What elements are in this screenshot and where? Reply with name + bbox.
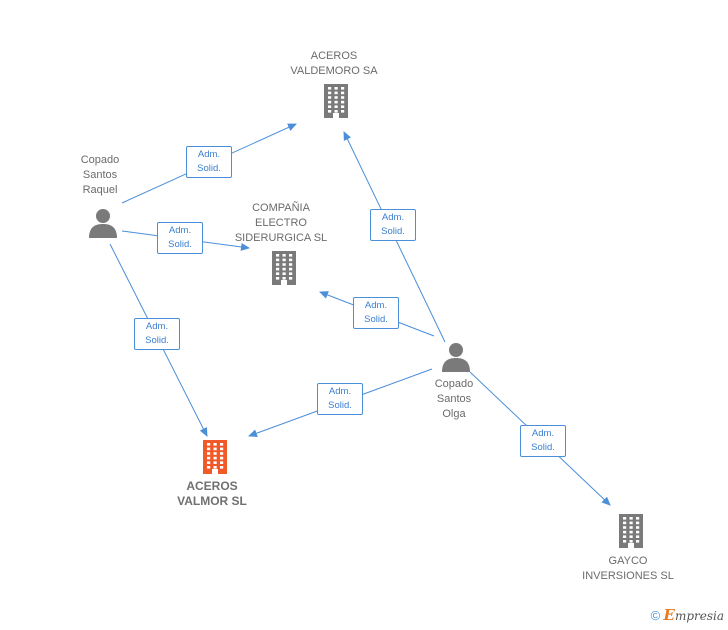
node-label-compania-electro[interactable]: COMPAÑIA ELECTRO SIDERURGICA SL (234, 202, 328, 244)
footer-brand: © Empresia (651, 606, 724, 624)
building-icon-gayco (615, 514, 647, 553)
brand-logo: Empresia (663, 606, 725, 624)
edge-label-olga-valdemoro[interactable]: Adm.Solid. (370, 209, 416, 241)
node-label-aceros-valmor[interactable]: ACEROS VALMOR SL (177, 479, 247, 508)
edge-label-raquel-electro[interactable]: Adm.Solid. (157, 222, 203, 254)
edge-label-raquel-valmor[interactable]: Adm.Solid. (134, 318, 180, 350)
edge-label-olga-gayco[interactable]: Adm.Solid. (520, 425, 566, 457)
building-icon-aceros-valdemoro (320, 84, 352, 123)
edge-label-olga-electro[interactable]: Adm.Solid. (353, 297, 399, 329)
node-label-olga[interactable]: Copado Santos Olga (434, 378, 474, 420)
copyright-symbol: © (650, 608, 661, 623)
building-icon-compania-electro (268, 251, 300, 290)
node-label-raquel[interactable]: Copado Santos Raquel (80, 154, 120, 196)
person-icon-raquel (88, 208, 118, 243)
node-label-gayco[interactable]: GAYCO INVERSIONES SL (582, 555, 674, 582)
edge-label-raquel-valdemoro[interactable]: Adm.Solid. (186, 146, 232, 178)
building-icon-aceros-valmor (199, 440, 231, 479)
person-icon-olga (441, 342, 471, 377)
edge-label-olga-valmor[interactable]: Adm.Solid. (317, 383, 363, 415)
node-label-aceros-valdemoro[interactable]: ACEROS VALDEMORO SA (290, 50, 378, 77)
